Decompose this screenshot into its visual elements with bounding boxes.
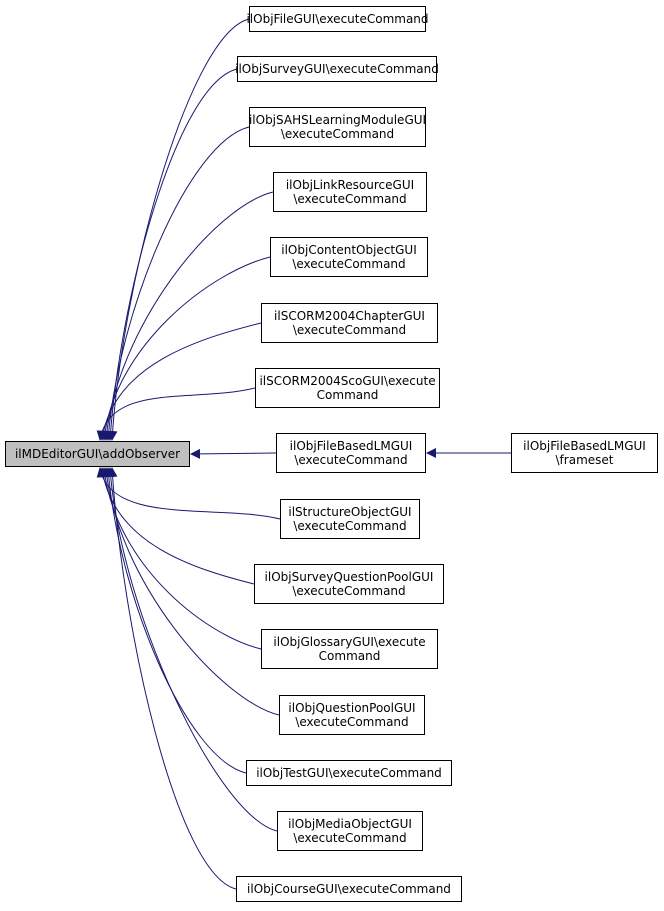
edge-arrow (99, 467, 262, 650)
node-label-line: ilObjSurveyQuestionPoolGUI (264, 570, 434, 584)
node-il-obj-course-gui-execute-command[interactable]: ilObjCourseGUI\executeCommand (236, 876, 462, 902)
node-label-line: ilObjSurveyGUI\executeCommand (235, 62, 439, 76)
node-label: ilObjSurveyGUI\executeCommand (235, 62, 439, 76)
node-il-obj-link-resource-gui-execute-command[interactable]: ilObjLinkResourceGUI\executeCommand (273, 172, 427, 212)
node-label: ilObjQuestionPoolGUI\executeCommand (288, 701, 415, 729)
node-label-line: ilObjSAHSLearningModuleGUI (248, 113, 427, 127)
node-il-obj-file-gui-execute-command[interactable]: ilObjFileGUI\executeCommand (246, 6, 429, 32)
node-il-obj-survey-question-pool-gui-execute-command[interactable]: ilObjSurveyQuestionPoolGUI\executeComman… (254, 564, 444, 604)
node-label-line: Command (318, 649, 381, 663)
edge-arrow (103, 467, 247, 774)
node-il-obj-test-gui-execute-command[interactable]: ilObjTestGUI\executeCommand (246, 760, 452, 786)
node-label: ilObjFileBasedLMGUI\executeCommand (290, 439, 413, 467)
node-label: ilObjFileGUI\executeCommand (246, 12, 428, 26)
edge-arrow (190, 448, 277, 459)
node-label-line: ilMDEditorGUI\addObserver (14, 447, 181, 461)
node-il-obj-question-pool-gui-execute-command[interactable]: ilObjQuestionPoolGUI\executeCommand (279, 695, 425, 735)
node-label: ilObjFileBasedLMGUI\frameset (523, 439, 646, 467)
node-label: ilObjTestGUI\executeCommand (256, 766, 442, 780)
node-il-structure-object-gui-execute-command[interactable]: ilStructureObjectGUI\executeCommand (280, 499, 420, 539)
node-label-line: ilObjContentObjectGUI (281, 243, 417, 257)
edge-arrow (105, 467, 278, 832)
node-il-obj-content-object-gui-execute-command[interactable]: ilObjContentObjectGUI\executeCommand (270, 237, 428, 277)
node-label-line: \executeCommand (294, 453, 408, 467)
node-label: ilStructureObjectGUI\executeCommand (288, 505, 411, 533)
node-label: ilObjMediaObjectGUI\executeCommand (288, 817, 412, 845)
node-label-line: ilSCORM2004ScoGUI\execute (259, 374, 436, 388)
node-label: ilSCORM2004ChapterGUI\executeCommand (274, 309, 425, 337)
node-il-obj-sahslearning-module-gui-execute-command[interactable]: ilObjSAHSLearningModuleGUI\executeComman… (249, 107, 426, 147)
node-label-line: \executeCommand (295, 715, 409, 729)
node-label-line: ilSCORM2004ChapterGUI (274, 309, 425, 323)
node-label-line: ilObjGlossaryGUI\execute (273, 635, 426, 649)
node-label: ilObjCourseGUI\executeCommand (247, 882, 451, 896)
node-label: ilObjLinkResourceGUI\executeCommand (286, 178, 414, 206)
node-label-line: \executeCommand (280, 127, 395, 141)
edge-arrow (107, 18, 250, 441)
node-label-line: ilObjFileBasedLMGUI (289, 439, 413, 453)
node-il-scorm2004-chapter-gui-execute-command[interactable]: ilSCORM2004ChapterGUI\executeCommand (261, 303, 438, 343)
node-label: ilObjContentObjectGUI\executeCommand (281, 243, 417, 271)
edge-arrow (96, 387, 256, 441)
edge-arrow (103, 126, 250, 441)
node-il-obj-file-based-lmgui-frameset[interactable]: ilObjFileBasedLMGUI\frameset (511, 433, 658, 473)
node-label: ilObjSAHSLearningModuleGUI\executeComman… (249, 113, 426, 141)
node-label-line: \executeCommand (293, 831, 407, 845)
edge-arrow (96, 467, 281, 520)
edge-arrow (107, 467, 237, 890)
node-label-line: ilObjQuestionPoolGUI (288, 701, 416, 715)
node-label-line: Command (316, 388, 379, 402)
node-label-line: ilObjFileBasedLMGUI (523, 439, 646, 453)
node-label-line: ilObjCourseGUI\executeCommand (247, 882, 451, 896)
node-label-line: ilObjFileGUI\executeCommand (246, 12, 429, 26)
edge-arrow (101, 467, 280, 716)
node-il-obj-survey-gui-execute-command[interactable]: ilObjSurveyGUI\executeCommand (235, 56, 439, 82)
node-label-line: \executeCommand (292, 257, 406, 271)
edge-arrow (101, 191, 274, 441)
node-il-obj-media-object-gui-execute-command[interactable]: ilObjMediaObjectGUI\executeCommand (277, 811, 423, 851)
node-label-line: \executeCommand (292, 584, 406, 598)
node-label-line: ilStructureObjectGUI (288, 505, 412, 519)
node-label-line: ilObjLinkResourceGUI (285, 178, 415, 192)
edge-arrow (99, 256, 271, 441)
node-label: ilObjSurveyQuestionPoolGUI\executeComman… (265, 570, 434, 598)
node-label: ilMDEditorGUI\addObserver (15, 447, 180, 461)
edge-arrow (98, 322, 262, 441)
node-label-line: \executeCommand (292, 323, 407, 337)
node-label-line: \frameset (555, 453, 614, 467)
node-il-mdeditor-gui-add-observer: ilMDEditorGUI\addObserver (5, 441, 190, 467)
node-label-line: \executeCommand (293, 192, 407, 206)
node-label-line: ilObjTestGUI\executeCommand (256, 766, 442, 780)
node-label-line: \executeCommand (293, 519, 407, 533)
node-il-obj-file-based-lmgui-execute-command[interactable]: ilObjFileBasedLMGUI\executeCommand (276, 433, 426, 473)
node-label-line: ilObjMediaObjectGUI (288, 817, 412, 831)
